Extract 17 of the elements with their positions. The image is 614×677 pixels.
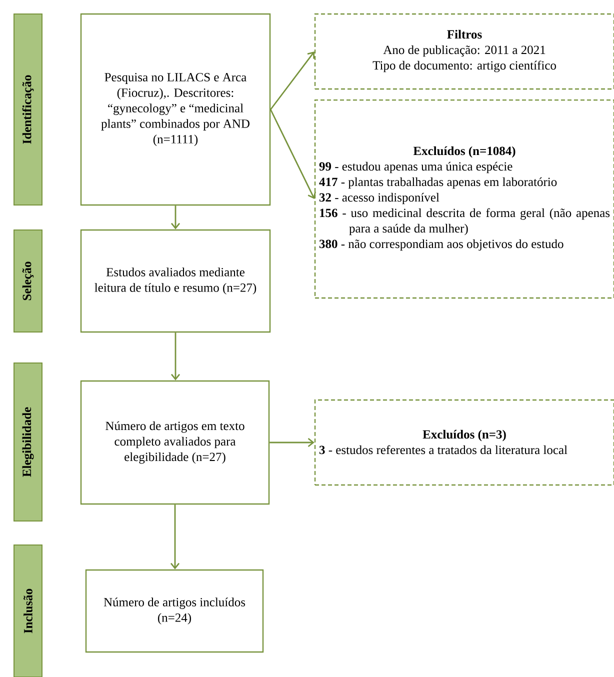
exclusion-box: Excluídos (n=3) 3 - estudos referentes a tratados da literatura local [314,399,614,486]
stage-band: Seleção [14,230,42,332]
arrow [170,206,180,230]
exclusion-box: Filtros Ano de publicação: 2011 a 2021 Tipo de documento: artigo científico [314,13,614,90]
arrow [170,504,180,570]
arrow [270,438,314,448]
exclusion-box: Excluídos (n=1084) 99 - estudou apenas uma única espécie 417 - plantas trabalhadas apenas em laboratório 32 - acesso indisponível 156 - uso medicinal descrita de forma geral (não apenas para a saúde da mulher) 380 - não correspondiam aos objetivos do estudo [314,99,614,299]
process-box: Pesquisa no LILACS e Arca (Fiocruz),. Descritores: “gynecology” e “medicinal plants” combinados por AND (n=1111) [80,13,271,206]
arrow [270,109,316,199]
stage-band: Elegibilidade [14,362,42,522]
arrow [170,332,180,380]
arrow [270,52,315,110]
process-box: Número de artigos incluídos (n=24) [85,569,264,653]
stage-band: Identificação [14,14,42,206]
stage-band: Inclusão [14,544,42,677]
process-box: Estudos avaliados mediante leitura de título e resumo (n=27) [80,229,271,333]
process-box: Número de artigos em texto completo avaliados para elegibilidade (n=27) [80,380,270,505]
